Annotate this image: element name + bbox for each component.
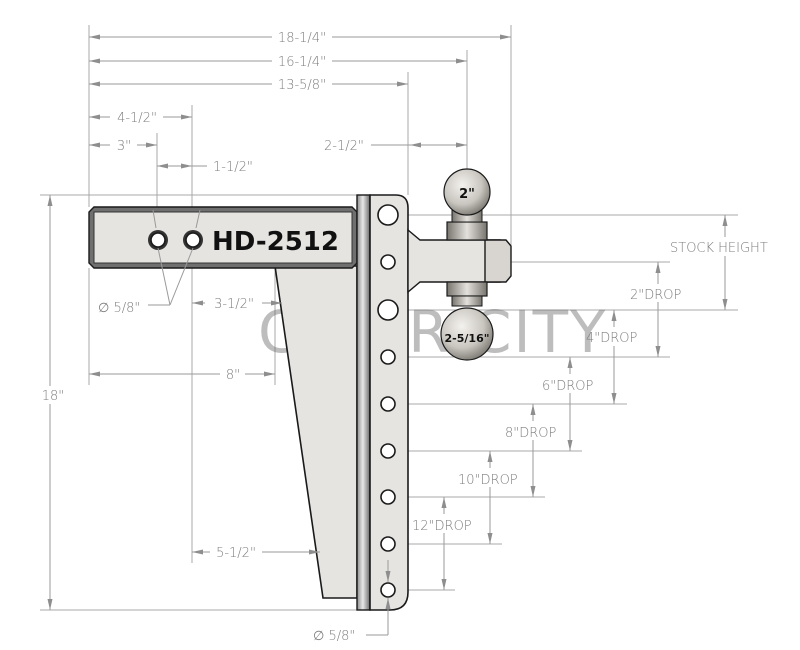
- gusset: [274, 265, 358, 599]
- callout-post-hole: ∅ 5/8": [313, 560, 391, 644]
- overall-height-label: 18": [42, 389, 65, 404]
- dim-gusset-bottom: 5-1/2": [192, 546, 320, 561]
- dim-to-first-hole: 3": [89, 139, 157, 154]
- dim-drop-10: 10"DROP: [458, 451, 518, 544]
- dim-drop-2: 2"DROP: [630, 262, 682, 357]
- drop-10-label: 10"DROP: [458, 473, 518, 488]
- post-hole: [380, 489, 396, 505]
- post-hole: [380, 349, 396, 365]
- post-hole: [377, 204, 399, 226]
- post-hole: [380, 443, 396, 459]
- post-hole: [380, 396, 396, 412]
- drop-8-label: 8"DROP: [505, 426, 557, 441]
- to-ball-center-label: 16-1/4": [278, 55, 326, 70]
- dim-to-ball-center: 16-1/4": [89, 55, 467, 70]
- post-hole: [380, 254, 396, 270]
- drop-2-label: 2"DROP: [630, 288, 682, 303]
- shank-hole-diameter-label: ∅ 5/8": [98, 301, 140, 316]
- dim-post-to-ball: 2-1/2": [324, 139, 467, 154]
- vertical-post: [356, 194, 501, 611]
- ball-2-5-16in-label: 2-5/16": [445, 332, 490, 345]
- shank-to-gusset-label: 3-1/2": [214, 297, 254, 312]
- dim-stock-height: STOCK HEIGHT: [670, 215, 768, 310]
- dim-shank-length: 8": [89, 368, 275, 383]
- overall-length-label: 18-1/4": [278, 31, 326, 46]
- dim-shank-to-gusset: 3-1/2": [192, 297, 282, 312]
- drop-4-label: 4"DROP: [586, 331, 638, 346]
- ball-mount: 2" 2-5/16": [440, 168, 512, 361]
- post-hole-diameter-label: ∅ 5/8": [313, 629, 355, 644]
- post-hole: [380, 536, 396, 552]
- shank-length-label: 8": [226, 368, 240, 383]
- drop-12-label: 12"DROP: [412, 519, 472, 534]
- dim-drop-12: 12"DROP: [412, 497, 472, 590]
- ball-2-5-16in: [440, 307, 494, 361]
- dim-drop-4: 4"DROP: [586, 310, 638, 404]
- dim-drop-6: 6"DROP: [542, 357, 594, 451]
- to-post-face-label: 13-5/8": [278, 78, 326, 93]
- dim-to-post-face: 13-5/8": [89, 78, 408, 93]
- drop-6-label: 6"DROP: [542, 379, 594, 394]
- gusset-bottom-label: 5-1/2": [216, 546, 256, 561]
- ball-2in: [443, 168, 491, 216]
- dim-overall-height: 18": [42, 195, 65, 610]
- hole-spacing-label: 1-1/2": [213, 160, 253, 175]
- post-hole: [377, 299, 399, 321]
- model-label: HD-2512: [212, 227, 339, 257]
- post-to-ball-label: 2-1/2": [324, 139, 364, 154]
- stock-height-label: STOCK HEIGHT: [670, 241, 768, 256]
- to-first-hole-label: 3": [117, 139, 131, 154]
- shank: HD-2512: [88, 206, 358, 269]
- dim-drop-8: 8"DROP: [505, 404, 557, 497]
- to-second-hole-label: 4-1/2": [117, 111, 157, 126]
- dim-hole-spacing: 1-1/2": [157, 160, 253, 175]
- dim-to-second-hole: 4-1/2": [89, 111, 192, 126]
- post-holes: [377, 204, 399, 598]
- post-hole: [380, 582, 396, 598]
- callout-shank-holes: ∅ 5/8": [98, 209, 201, 316]
- ball-2in-label: 2": [459, 187, 475, 202]
- dim-overall-length: 18-1/4": [89, 31, 511, 46]
